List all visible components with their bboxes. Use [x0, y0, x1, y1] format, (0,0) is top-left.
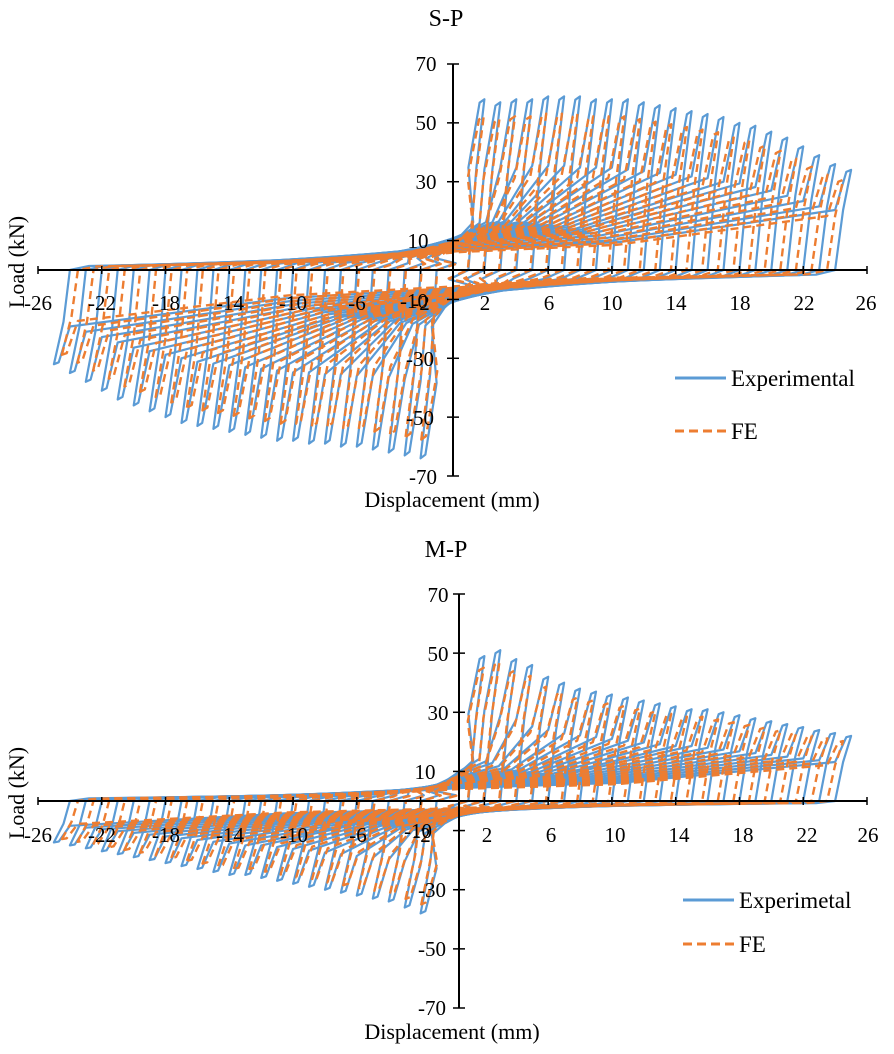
x-axis-label: Displacement (mm) [364, 487, 539, 512]
fe-loop [138, 144, 767, 393]
x-tick-labels: -26 -22 -18 -14 -10 -6 -2 2 6 10 14 18 2… [24, 291, 877, 315]
fe-loop [388, 115, 517, 436]
x-tick-label: 26 [858, 823, 879, 847]
y-tick-label: -50 [418, 937, 446, 961]
legend-label: FE [739, 932, 766, 957]
x-tick-label: -6 [348, 291, 366, 315]
fe-loop [154, 139, 751, 399]
x-tick-labels: -26 -22 -18 -14 -10 -6 -2 2 6 10 14 18 2… [24, 823, 879, 847]
x-tick-label: 6 [544, 291, 555, 315]
x-tick-label: 18 [730, 291, 751, 315]
ticks [37, 63, 868, 477]
y-tick-label: 30 [416, 170, 437, 194]
fe-loop [60, 178, 845, 356]
y-tick-label: 50 [428, 642, 449, 666]
y-tick-label: 30 [428, 701, 449, 725]
chart-title: S-P [429, 6, 464, 32]
y-axis-label: Load (kN) [4, 747, 29, 839]
fe-loop [357, 685, 548, 890]
x-tick-label: -10 [280, 823, 308, 847]
x-tick-label: -22 [88, 823, 116, 847]
x-tick-label: -18 [152, 823, 180, 847]
x-tick-label: 22 [797, 823, 818, 847]
y-tick-label: 10 [408, 229, 429, 253]
fe-loop [341, 112, 564, 431]
y-tick-label: -70 [409, 465, 437, 489]
fe-loop [341, 691, 564, 887]
x-tick-label: -26 [24, 823, 52, 847]
x-tick-label: 14 [666, 291, 688, 315]
fe-loop [420, 115, 485, 441]
x-tick-label: -6 [349, 823, 367, 847]
x-tick-label: 22 [794, 291, 815, 315]
x-tick-label: -18 [152, 291, 180, 315]
fe-loop [357, 112, 548, 431]
y-tick-label: -70 [418, 996, 446, 1020]
fe-loop [373, 115, 532, 433]
plot-area [52, 649, 853, 915]
x-tick-label: 14 [669, 823, 691, 847]
x-tick-label: 2 [482, 823, 493, 847]
y-tick-label: -30 [418, 878, 446, 902]
chart-s-p: S-P -26 -22 -18 -14 -10 -6 -2 2 6 10 14 … [4, 6, 877, 512]
x-tick-label: 10 [602, 291, 623, 315]
legend: Experimetal FE [683, 888, 851, 957]
fe-loop [373, 674, 532, 892]
y-tick-label: -30 [406, 347, 434, 371]
plot-area [52, 95, 853, 460]
fe-loop [295, 115, 610, 425]
y-tick-label: -10 [400, 289, 428, 313]
x-tick-label: 2 [480, 291, 491, 315]
x-tick-label: -2 [412, 291, 430, 315]
x-tick-label: 18 [733, 823, 754, 847]
legend-label: Experimental [731, 366, 855, 391]
x-tick-label: -26 [24, 291, 52, 315]
fe-loop [326, 696, 579, 884]
y-tick-label: -50 [406, 406, 434, 430]
y-tick-label: 10 [415, 760, 436, 784]
fe-loop [310, 115, 595, 428]
x-tick-label: 10 [605, 823, 626, 847]
x-tick-label: -14 [216, 823, 244, 847]
x-tick-label: 26 [856, 291, 877, 315]
x-tick-label: -2 [413, 823, 431, 847]
x-tick-label: -22 [88, 291, 116, 315]
y-tick-label: -10 [404, 819, 432, 843]
fe-loop [420, 666, 485, 906]
y-tick-label: 70 [416, 52, 437, 76]
y-axis-label: Load (kN) [4, 216, 29, 308]
legend-label: FE [731, 419, 758, 444]
ticks [37, 593, 868, 1009]
chart-m-p: M-P -26 -22 -18 -14 -10 -6 -2 2 6 10 14 … [4, 537, 879, 1044]
y-tick-label: 50 [416, 111, 437, 135]
x-tick-label: -14 [216, 291, 244, 315]
y-tick-labels: 70 50 30 10 -10 -30 -50 -70 [400, 52, 437, 489]
experimental-loop [403, 649, 502, 909]
fe-loop [76, 173, 829, 364]
fe-loop [404, 661, 501, 901]
x-axis-label: Displacement (mm) [364, 1019, 539, 1044]
chart-title: M-P [425, 537, 468, 563]
y-tick-label: 70 [428, 583, 449, 607]
legend-label: Experimetal [739, 888, 851, 913]
x-tick-label: 6 [546, 823, 557, 847]
legend: Experimental FE [675, 366, 855, 444]
y-tick-labels: 70 50 30 10 -10 -30 -50 -70 [404, 583, 449, 1020]
x-tick-label: -10 [279, 291, 307, 315]
fe-loop [60, 739, 845, 841]
